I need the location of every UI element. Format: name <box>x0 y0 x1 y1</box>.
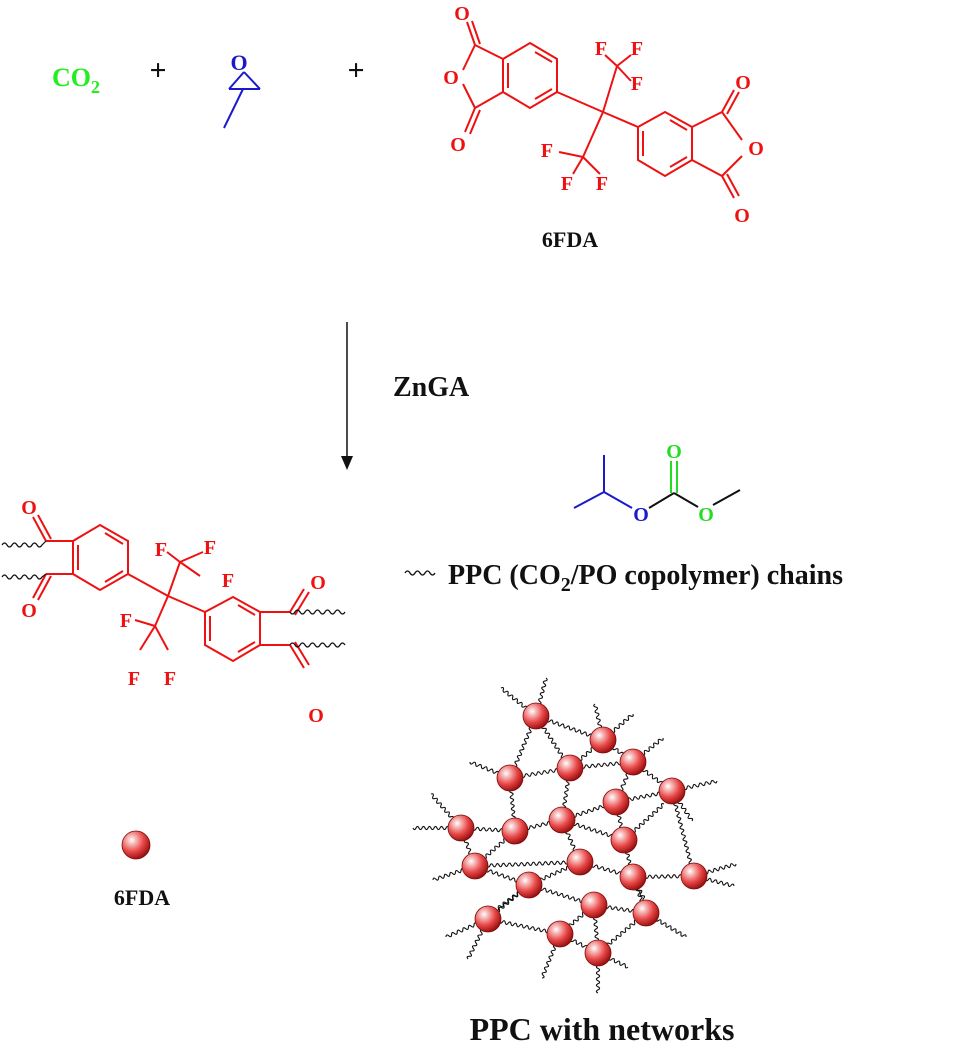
fluorine-atom: F <box>561 173 573 195</box>
6fda-dianhydride-structure <box>462 20 743 199</box>
6fda-sphere-legend <box>121 830 151 860</box>
network-node-sphere <box>680 862 708 890</box>
network-node-sphere <box>658 777 686 805</box>
carbonyl-oxygen-atom: O <box>666 441 682 463</box>
reaction-arrow <box>341 322 353 470</box>
fluorine-atom: F <box>595 38 607 60</box>
co2-reactant: CO2 <box>52 63 100 97</box>
6fda-top-atoms: O O O O O O F F F F F F <box>443 3 764 227</box>
6fda-unit-chain-ends <box>1 540 346 648</box>
network-node-sphere <box>610 826 638 854</box>
ester-oxygen-atom: O <box>698 504 714 526</box>
propylene-oxide-structure <box>223 71 261 129</box>
network-node-sphere <box>548 806 576 834</box>
network-node-sphere <box>632 899 660 927</box>
fluorine-atom: F <box>596 173 608 195</box>
6fda-name-label: 6FDA <box>542 227 598 252</box>
network-node-sphere <box>580 891 608 919</box>
network-node-sphere <box>589 726 617 754</box>
network-node-sphere <box>566 848 594 876</box>
ppc-repeat-unit-structure <box>573 455 741 509</box>
oxygen-atom: O <box>21 600 37 622</box>
ester-oxygen-atom: O <box>633 504 649 526</box>
fluorine-atom: F <box>222 570 234 592</box>
network-node-sphere <box>522 702 550 730</box>
chain-label-end: /PO copolymer) chains <box>570 560 843 591</box>
oxygen-atom: O <box>454 3 470 25</box>
network-node-sphere <box>619 863 647 891</box>
network-chain-link <box>474 860 581 869</box>
fluorine-atom: F <box>128 668 140 690</box>
fluorine-atom: F <box>541 140 553 162</box>
fluorine-atom: F <box>204 537 216 559</box>
network-node-sphere <box>619 748 647 776</box>
oxygen-atom: O <box>443 67 459 89</box>
chain-legend-wavy-line <box>404 570 436 576</box>
network-node-sphere <box>447 814 475 842</box>
6fda-sphere-label: 6FDA <box>114 885 170 910</box>
network-caption: PPC with networks <box>470 1011 735 1044</box>
plus-sign-2: + <box>347 54 364 87</box>
chain-legend-label: PPC (CO2/PO copolymer) chains <box>448 560 843 596</box>
network-nodes <box>447 702 708 967</box>
oxygen-atom: O <box>734 205 750 227</box>
network-node-sphere <box>602 788 630 816</box>
ppc-network <box>412 677 737 994</box>
oxygen-atom: O <box>308 705 324 727</box>
co2-subscript: 2 <box>91 77 100 97</box>
6fda-crosslink-unit-structure <box>32 514 310 669</box>
svg-text:CO2: CO2 <box>52 63 100 97</box>
ppc-repeat-unit-atoms: O O O <box>633 441 714 526</box>
network-node-sphere <box>546 920 574 948</box>
chain-label-start: PPC (CO <box>448 560 561 591</box>
network-node-sphere <box>556 754 584 782</box>
network-chain-link <box>670 790 695 877</box>
chain-label-subscript: 2 <box>561 574 571 596</box>
epoxide-oxygen: O <box>230 50 247 75</box>
co2-label: CO <box>52 63 91 92</box>
catalyst-label: ZnGA <box>393 372 470 403</box>
network-node-sphere <box>461 852 489 880</box>
oxygen-atom: O <box>310 572 326 594</box>
fluorine-atom: F <box>631 73 643 95</box>
oxygen-atom: O <box>748 138 764 160</box>
oxygen-atom: O <box>450 134 466 156</box>
oxygen-atom: O <box>21 497 37 519</box>
network-node-sphere <box>474 905 502 933</box>
fluorine-atom: F <box>164 668 176 690</box>
plus-sign-1: + <box>149 54 166 87</box>
6fda-unit-atoms: O O O O F F F F F F <box>21 497 326 727</box>
fluorine-atom: F <box>155 539 167 561</box>
network-node-sphere <box>515 871 543 899</box>
network-node-sphere <box>584 939 612 967</box>
oxygen-atom: O <box>735 72 751 94</box>
network-node-sphere <box>496 764 524 792</box>
fluorine-atom: F <box>631 38 643 60</box>
fluorine-atom: F <box>120 610 132 632</box>
network-node-sphere <box>501 817 529 845</box>
